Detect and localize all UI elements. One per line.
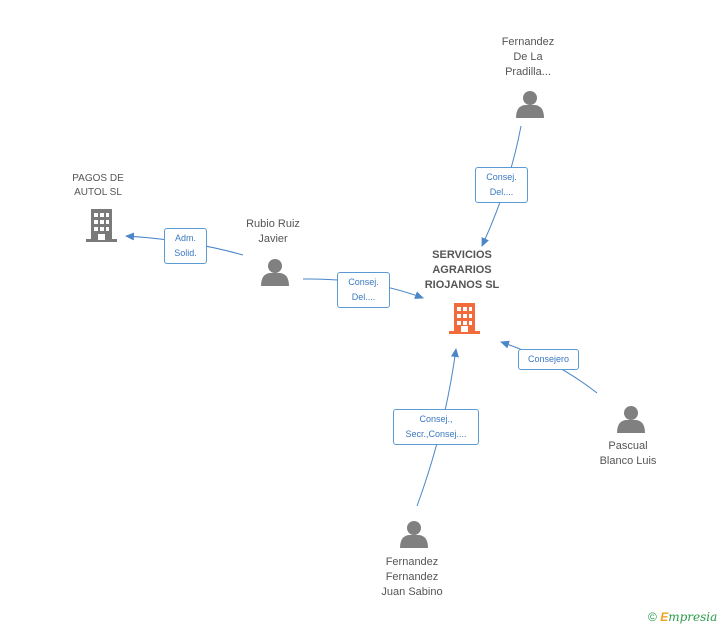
person-name-pascual[interactable]: Pascual Blanco Luis: [578, 439, 678, 469]
company-name-pagos[interactable]: PAGOS DE AUTOL SL: [48, 172, 148, 200]
edge-label-line: Solid.: [174, 248, 197, 258]
person-name-line: De La: [513, 51, 543, 63]
person-name-line: Pascual: [608, 440, 648, 452]
edge-label-line: Consej.: [486, 172, 517, 182]
center-company-name-line: AGRARIOS: [432, 264, 492, 276]
copyright-symbol: ©: [648, 610, 657, 624]
person-name-fernandez-la[interactable]: Fernandez De La Pradilla...: [478, 35, 578, 80]
person-name-line: Pradilla...: [505, 66, 551, 78]
edge-label-adm-solid[interactable]: Adm. Solid.: [164, 228, 207, 264]
edge-label-line: Del....: [351, 292, 376, 302]
edge-label-line: Adm.: [174, 233, 196, 243]
person-name-line: Fernandez: [385, 556, 439, 568]
person-name-line: Blanco Luis: [599, 455, 657, 467]
person-icon[interactable]: [617, 406, 645, 433]
edge-label-line: Consej.,: [419, 414, 453, 424]
edge-label-consejero[interactable]: Consejero: [518, 349, 579, 370]
person-name-line: Rubio Ruiz: [246, 218, 300, 230]
person-name-line: Juan Sabino: [381, 586, 443, 598]
building-icon[interactable]: [86, 209, 117, 242]
center-company-name-line: RIOJANOS SL: [424, 279, 500, 291]
center-company-name[interactable]: SERVICIOS AGRARIOS RIOJANOS SL: [400, 248, 524, 293]
person-name-line: Javier: [258, 233, 288, 245]
person-icon[interactable]: [516, 91, 544, 118]
edge-label-consej-secr[interactable]: Consej., Secr.,Consej....: [393, 409, 479, 445]
person-name-rubio[interactable]: Rubio Ruiz Javier: [223, 217, 323, 247]
edge-label-line: Secr.,Consej....: [405, 429, 467, 439]
brand-initial: E: [660, 610, 669, 624]
edge-label-line: Del....: [489, 187, 514, 197]
edge-label-consej-del[interactable]: Consej. Del....: [475, 167, 528, 203]
person-name-fernandez-juan[interactable]: Fernandez Fernandez Juan Sabino: [362, 555, 462, 600]
edge-label-consej-del[interactable]: Consej. Del....: [337, 272, 390, 308]
center-company-name-line: SERVICIOS: [432, 249, 492, 261]
building-icon[interactable]: [449, 303, 480, 334]
edge-label-line: Consejero: [527, 354, 570, 364]
person-name-line: Fernandez: [501, 36, 555, 48]
person-icon[interactable]: [400, 521, 428, 548]
company-name-line: AUTOL SL: [74, 187, 122, 198]
person-icon[interactable]: [261, 259, 289, 286]
brand-name: mpresia: [668, 610, 718, 624]
person-name-line: Fernandez: [385, 571, 439, 583]
empresia-logo: © Empresia: [648, 610, 717, 624]
edge-label-line: Consej.: [348, 277, 379, 287]
company-name-line: PAGOS DE: [72, 173, 124, 184]
